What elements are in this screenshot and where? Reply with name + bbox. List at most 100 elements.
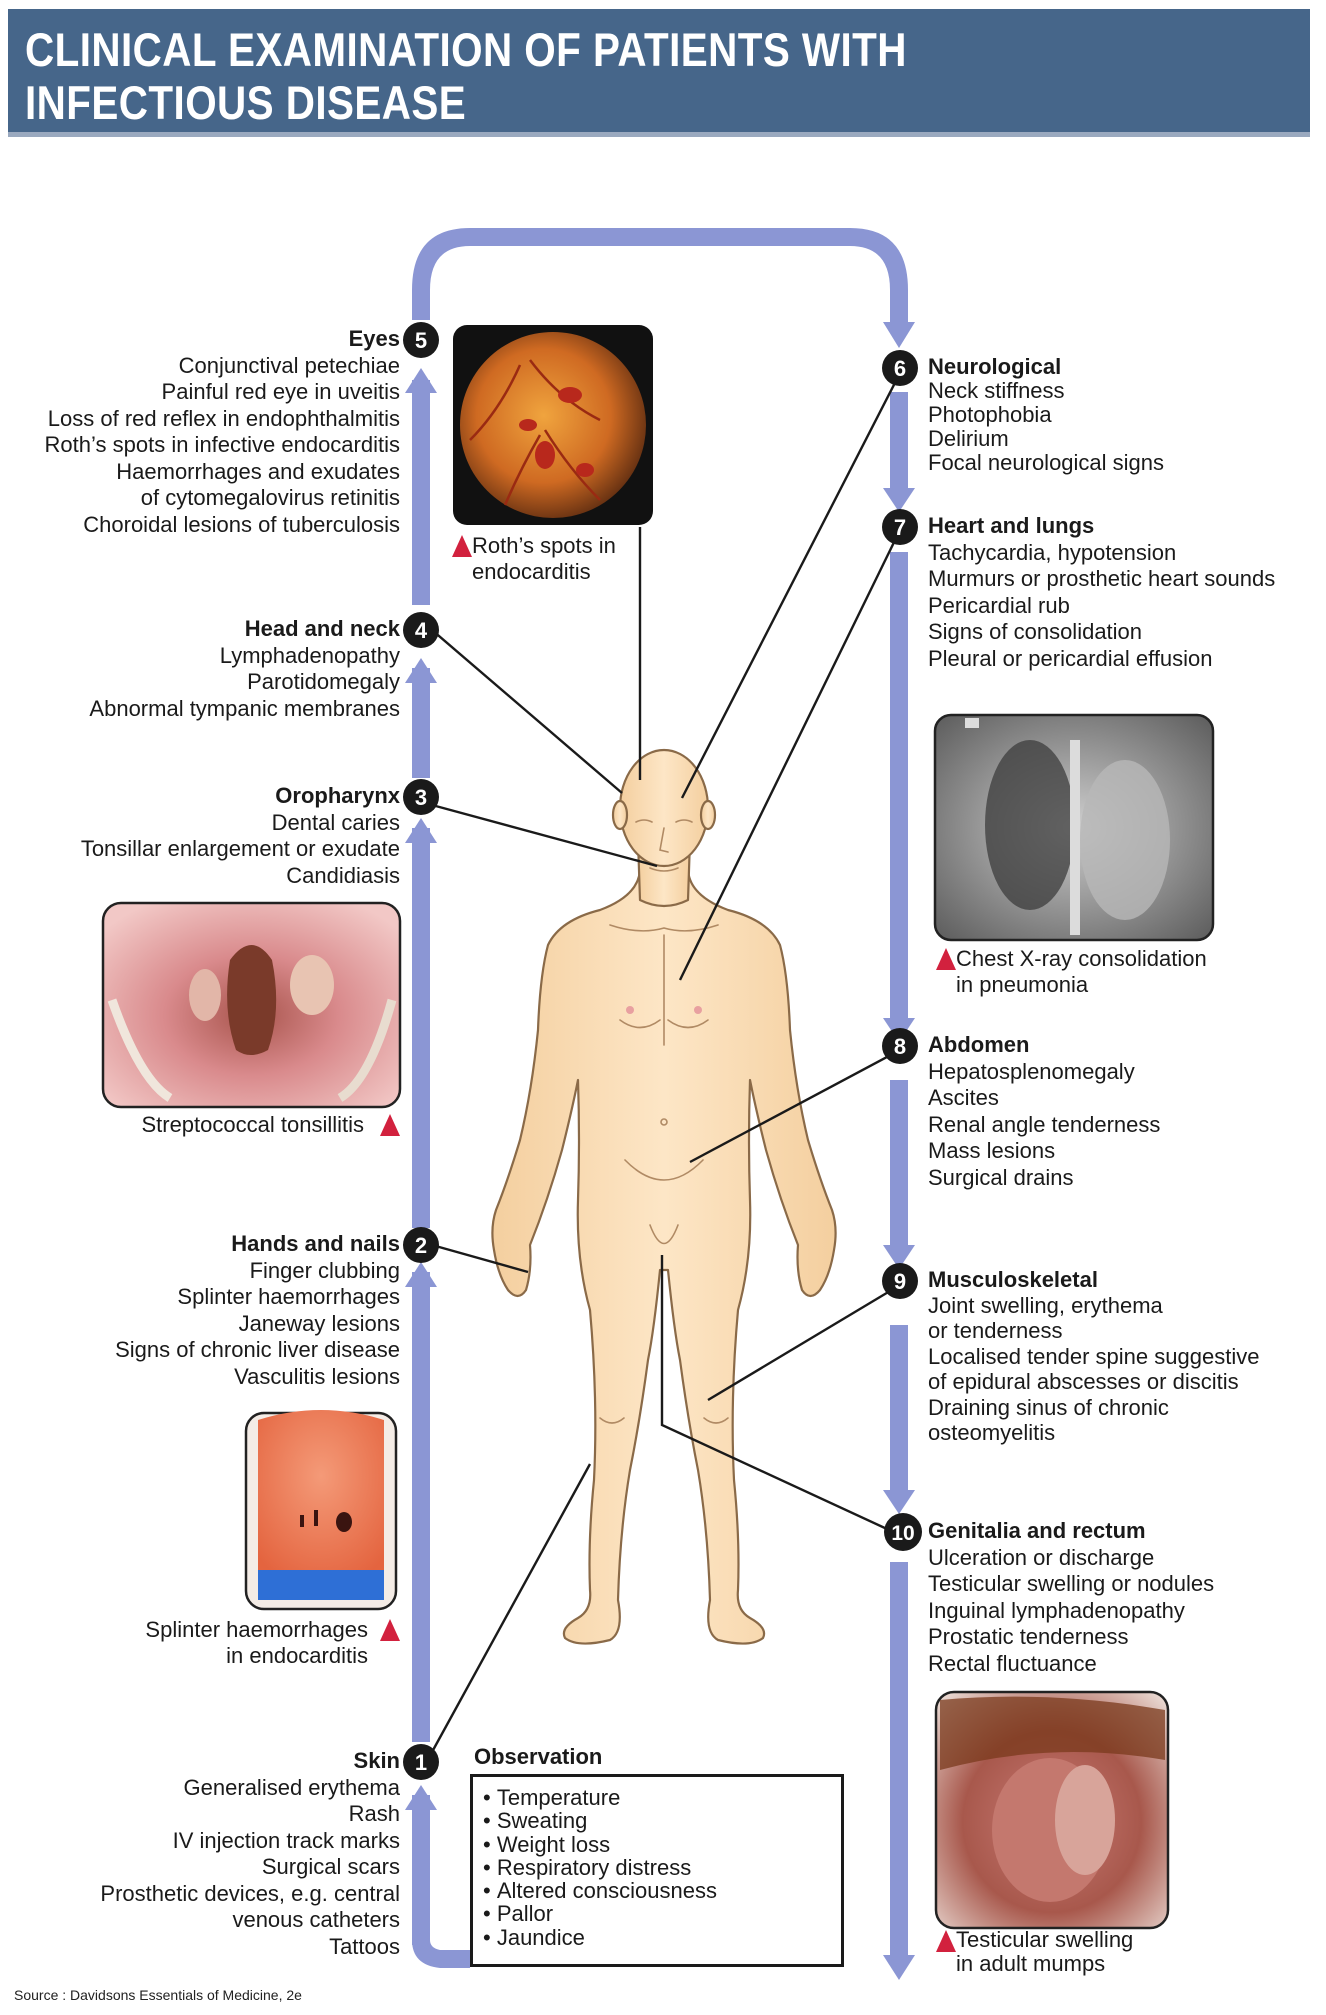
list-item: of cytomegalovirus retinitis	[140, 485, 400, 510]
flow-segment-head-oro	[412, 668, 430, 778]
leader-neurological	[680, 372, 902, 799]
list-item: osteomyelitis	[928, 1420, 1056, 1445]
list-item: Rash	[348, 1801, 400, 1826]
list-item: Choroidal lesions of tuberculosis	[83, 511, 400, 537]
flow-arrow-up-to-hands	[405, 1262, 437, 1287]
page-title: CLINICAL EXAMINATION OF PATIENTS WITH IN…	[25, 23, 907, 129]
caption-line: endocarditis	[472, 559, 591, 584]
list-item: Rectal fluctuance	[928, 1650, 1097, 1676]
flow-segment-abdomen-msk	[890, 1080, 908, 1250]
caption-line: Testicular swelling	[956, 1927, 1134, 1952]
body-figure	[491, 748, 837, 1645]
list-item: Candidiasis	[286, 862, 400, 888]
list-item: Generalised erythema	[183, 1774, 400, 1800]
leader-lines	[430, 372, 902, 1753]
svg-text:5: 5	[415, 328, 427, 353]
observation-item: Respiratory distress	[483, 1856, 831, 1880]
list-item: Neck stiffness	[928, 378, 1065, 403]
caption-line: Splinter haemorrhages	[145, 1617, 368, 1642]
list-item: Photophobia	[928, 402, 1052, 427]
section-title: Musculoskeletal	[928, 1267, 1098, 1292]
flow-top-loop	[412, 228, 908, 330]
section-title: Abdomen	[928, 1032, 1030, 1057]
flow-segment-genitalia-end	[890, 1562, 908, 1962]
triangle-tonsil	[380, 1114, 400, 1136]
list-item: Testicular swelling or nodules	[928, 1571, 1215, 1596]
svg-text:1: 1	[415, 1750, 427, 1775]
marker-10: 10	[884, 1513, 922, 1551]
svg-text:2: 2	[415, 1233, 427, 1258]
leader-genitalia	[660, 1255, 901, 1537]
flow-arrow-down-to-msk	[883, 1245, 915, 1269]
caption-line: Roth’s spots in	[472, 533, 616, 558]
flow-segment-hands-skin	[412, 1272, 430, 1742]
marker-9: 9	[882, 1263, 918, 1299]
flow-segment-neuro-heart	[890, 392, 908, 492]
list-item: Focal neurological signs	[928, 450, 1165, 475]
marker-2: 2	[403, 1227, 439, 1263]
flow-arrow-up-to-skin	[405, 1785, 437, 1810]
list-item: Ulceration or discharge	[928, 1544, 1155, 1570]
caption-line: Streptococcal tonsillitis	[141, 1112, 364, 1137]
observation-item: Jaundice	[483, 1925, 831, 1949]
list-item: Ascites	[928, 1085, 999, 1110]
svg-text:9: 9	[894, 1269, 906, 1294]
caption-line: Chest X-ray consolidation	[956, 946, 1207, 971]
flow-arrow-up-to-head	[405, 658, 437, 683]
list-item: of epidural abscesses or discitis	[928, 1369, 1239, 1394]
list-item: Splinter haemorrhages	[177, 1284, 400, 1309]
caption-line: in endocarditis	[226, 1643, 368, 1668]
observation-item: Altered consciousness	[483, 1879, 831, 1903]
flow-arrow-down-to-heart	[883, 488, 915, 512]
leader-msk	[707, 1283, 901, 1402]
flow-segment-oro-hands	[412, 828, 430, 1228]
caption-triangles	[380, 535, 956, 1952]
marker-5: 5	[403, 322, 439, 358]
svg-text:10: 10	[891, 1522, 914, 1545]
list-item: Hepatosplenomegaly	[928, 1058, 1135, 1084]
section-title: Hands and nails	[231, 1231, 400, 1256]
section-title: Eyes	[348, 326, 400, 351]
observation-title: Observation	[474, 1744, 603, 1769]
photo-roth-spots	[453, 325, 653, 525]
list-item: Signs of consolidation	[928, 619, 1143, 644]
photo-mumps	[934, 1690, 1170, 1930]
svg-text:3: 3	[415, 785, 427, 810]
list-item: Joint swelling, erythema	[928, 1292, 1163, 1318]
list-item: Surgical scars	[261, 1854, 400, 1879]
photo-chest-xray	[933, 713, 1215, 942]
flow-bottom-curve	[412, 1940, 470, 1968]
marker-6: 6	[882, 350, 918, 386]
photo-tonsillitis	[101, 901, 402, 1109]
triangle-splinter	[380, 1619, 400, 1641]
section-title: Oropharynx	[275, 783, 400, 808]
caption-line: in adult mumps	[956, 1951, 1106, 1976]
flow-segment-bottom	[412, 1795, 430, 1945]
observation-item: Temperature	[483, 1786, 831, 1810]
caption-tonsillitis: Streptococcal tonsillitis	[141, 1112, 364, 1138]
list-item: Surgical drains	[928, 1164, 1074, 1190]
number-markers: 5 4 3 2 1 6 7 8 9 10	[403, 322, 922, 1780]
marker-7: 7	[882, 509, 918, 545]
list-item: Inguinal lymphadenopathy	[928, 1597, 1185, 1623]
head	[618, 748, 710, 868]
section-title: Neurological	[928, 354, 1062, 379]
flow-segment-msk-genitalia	[890, 1325, 908, 1495]
flow-segment-heart-abdomen	[890, 552, 908, 1022]
svg-text:8: 8	[894, 1034, 906, 1059]
list-item: Dental caries	[271, 809, 400, 835]
svg-text:4: 4	[415, 618, 428, 643]
leader-skin	[430, 1463, 592, 1753]
list-item: Pericardial rub	[928, 592, 1070, 618]
